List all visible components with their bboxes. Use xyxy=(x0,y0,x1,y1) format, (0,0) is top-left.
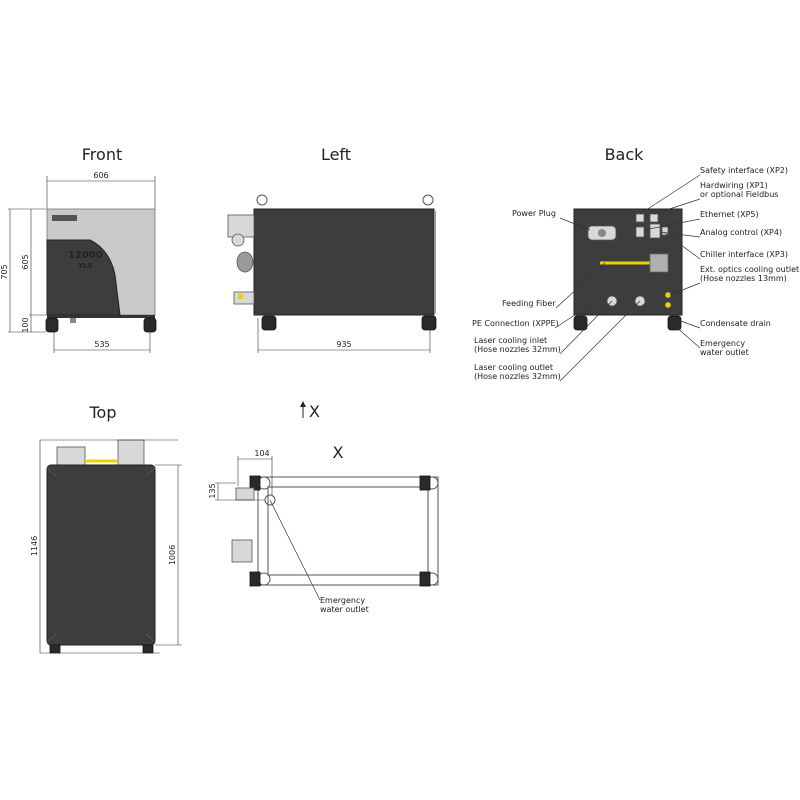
connector-xp3 xyxy=(661,226,669,236)
dim-bottom-offset-x: 104 xyxy=(254,449,269,458)
label-analog: Analog control (XP4) xyxy=(700,228,782,237)
front-wheel-left xyxy=(45,317,59,333)
left-view-title: Left xyxy=(321,145,351,164)
dim-bottom-offset-y: 135 xyxy=(208,483,217,498)
label-outlet-2: (Hose nozzles 32mm) xyxy=(474,372,561,381)
back-view: Back Safety interface (XP2) Hardwiring (… xyxy=(472,145,799,382)
bottom-label-emergency-2: water outlet xyxy=(320,605,369,614)
label-emergency-1: Emergency xyxy=(700,339,745,348)
bottom-view: X X 104 135 Emergency water outlet xyxy=(208,401,439,614)
dim-front-height-base: 100 xyxy=(21,317,30,332)
label-outlet-1: Laser cooling outlet xyxy=(474,363,553,372)
connector-xp1 xyxy=(649,213,659,223)
connector-xp5 xyxy=(635,226,645,238)
back-wheel-right xyxy=(667,315,682,331)
dim-front-width: 606 xyxy=(93,171,108,180)
label-emergency-2: water outlet xyxy=(700,348,749,357)
dim-left-length: 935 xyxy=(336,340,351,349)
left-wheel-front xyxy=(261,315,277,331)
label-feeding-fiber: Feeding Fiber xyxy=(502,299,556,308)
back-view-title: Back xyxy=(605,145,645,164)
label-ext-optics-2: (Hose nozzles 13mm) xyxy=(700,274,787,283)
left-connector-block xyxy=(227,214,255,238)
label-chiller: Chiller interface (XP3) xyxy=(700,250,788,259)
label-safety: Safety interface (XP2) xyxy=(700,166,788,175)
label-power-plug: Power Plug xyxy=(512,209,556,218)
model-number: 12000 xyxy=(68,250,103,261)
dim-front-height-body: 605 xyxy=(21,254,30,269)
ext-optics-outlet-2 xyxy=(664,301,672,309)
front-badge xyxy=(52,215,77,221)
lifting-eye-left xyxy=(256,194,268,206)
front-dark-panel xyxy=(46,239,121,316)
connector-xp2 xyxy=(635,213,645,223)
model-logo: YLS xyxy=(77,262,93,270)
label-ext-optics-1: Ext. optics cooling outlet xyxy=(700,265,799,274)
dim-front-height-total: 705 xyxy=(0,264,9,279)
label-inlet-2: (Hose nozzles 32mm) xyxy=(474,345,561,354)
label-pe-connection: PE Connection (XPPE) xyxy=(472,319,559,328)
left-body xyxy=(253,208,435,316)
label-ethernet: Ethernet (XP5) xyxy=(700,210,759,219)
label-hardwiring-1: Hardwiring (XP1) xyxy=(700,181,768,190)
bottom-view-title: X xyxy=(333,443,344,462)
front-wheel-right xyxy=(143,317,157,333)
left-wheel-rear xyxy=(421,315,437,331)
top-view: Top 1146 1006 xyxy=(30,403,182,654)
dim-top-length-total: 1146 xyxy=(30,536,39,556)
connector-xp4 xyxy=(649,223,661,239)
label-inlet-1: Laser cooling inlet xyxy=(474,336,547,345)
back-wheel-left xyxy=(573,315,588,331)
ext-optics-outlet-1 xyxy=(664,291,672,299)
view-arrow-label: X xyxy=(309,402,320,421)
top-hose-block xyxy=(117,439,145,466)
lifting-eye-right xyxy=(422,194,434,206)
top-view-title: Top xyxy=(89,403,117,422)
label-hardwiring-2: or optional Fieldbus xyxy=(700,190,778,199)
front-view: Front 606 705 605 100 12000 YLS 535 xyxy=(0,145,157,353)
top-connector-block xyxy=(56,446,86,466)
dim-front-base-width: 535 xyxy=(94,340,109,349)
bottom-frame-outer xyxy=(257,476,439,586)
left-view: Left 935 xyxy=(227,145,437,353)
label-condensate: Condensate drain xyxy=(700,319,771,328)
top-body xyxy=(46,464,156,646)
dim-top-length-body: 1006 xyxy=(168,545,177,565)
bottom-frame-inner xyxy=(267,486,429,576)
left-hose-fitting xyxy=(236,251,254,273)
front-view-title: Front xyxy=(82,145,122,164)
bottom-label-emergency-1: Emergency xyxy=(320,596,365,605)
